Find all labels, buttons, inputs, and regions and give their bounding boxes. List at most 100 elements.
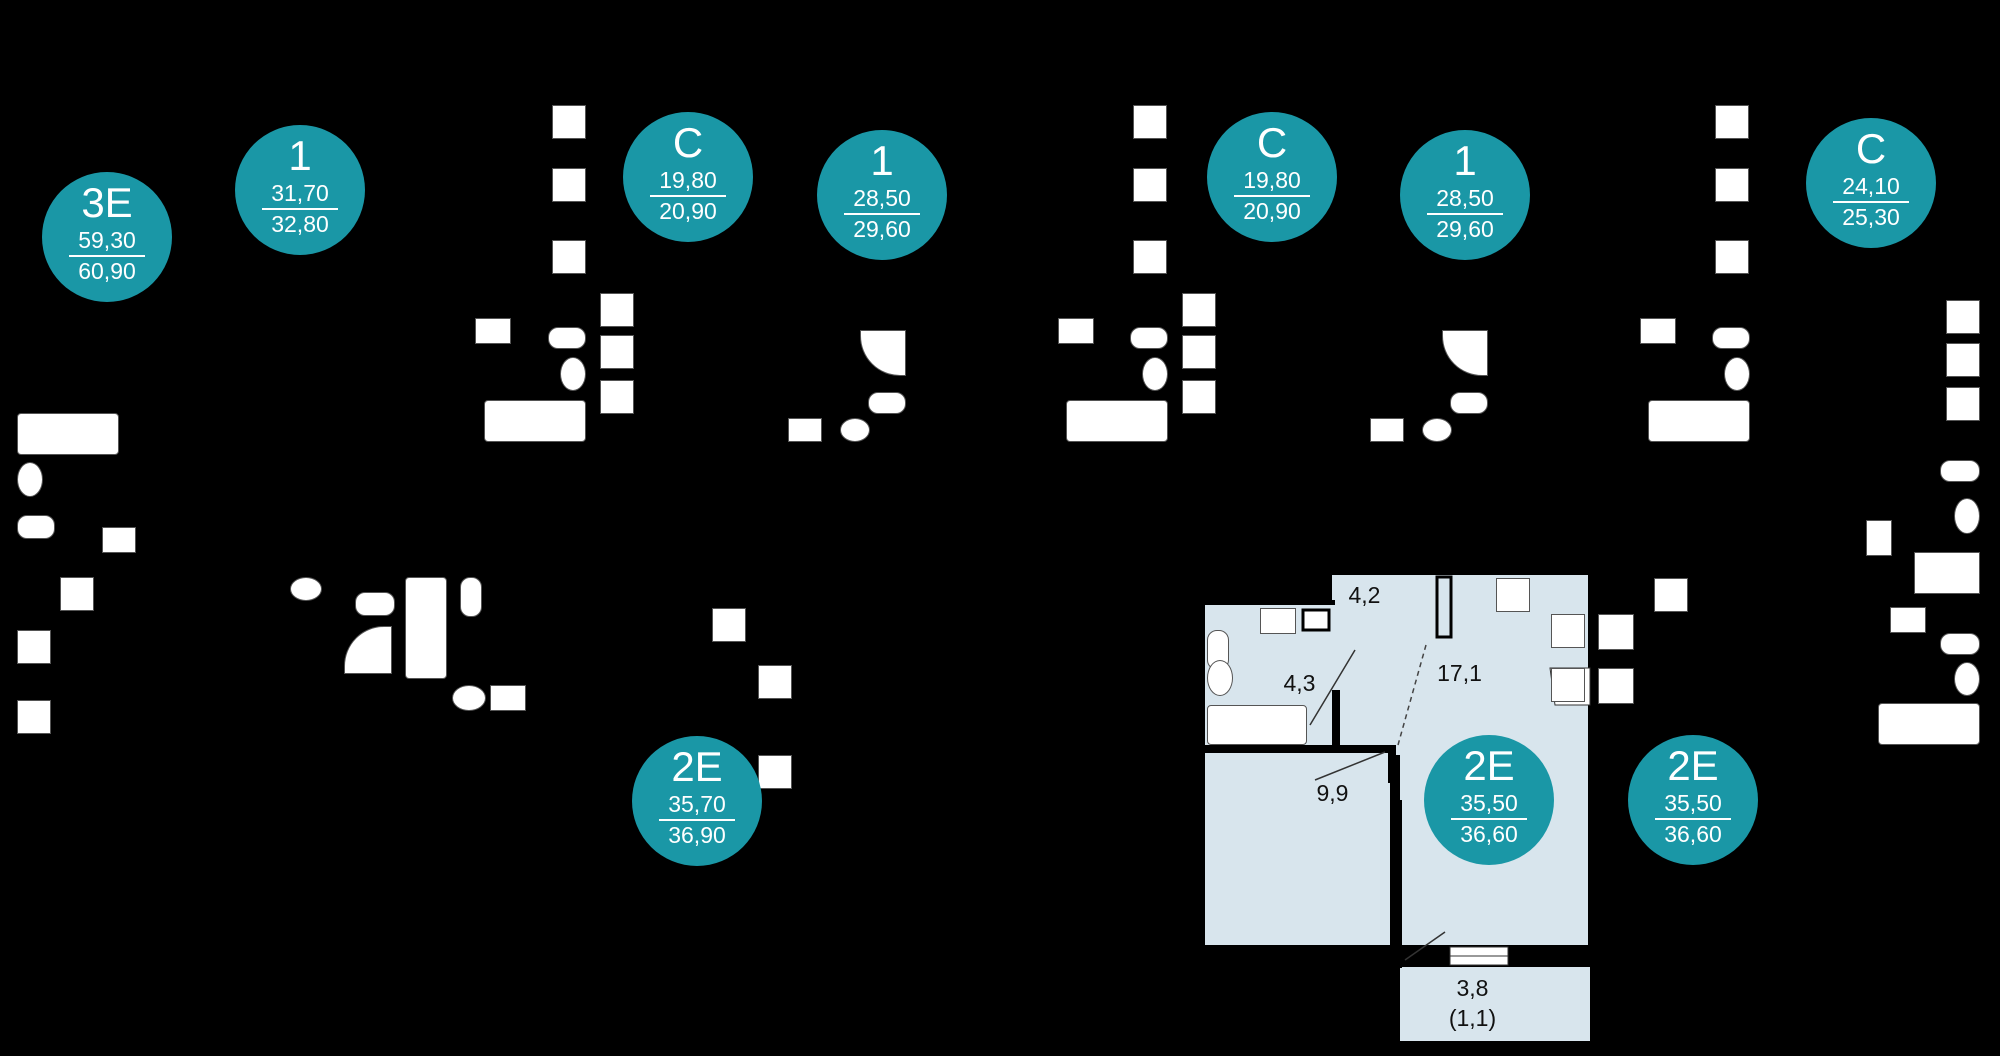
unit-badge[interactable]: 1 28,50 29,60 bbox=[1400, 130, 1530, 260]
unit-type: 3E bbox=[81, 179, 133, 226]
room-label-balcony: 3,8 bbox=[1456, 975, 1489, 1001]
toilet-icon bbox=[1940, 633, 1980, 655]
unit-type: 2E bbox=[1667, 742, 1719, 789]
unit-area-total: 36,60 bbox=[1460, 821, 1518, 847]
room-label-kitchen-living: 17,1 bbox=[1437, 660, 1482, 686]
toilet-icon bbox=[1712, 327, 1750, 349]
sink-icon bbox=[290, 577, 322, 601]
unit-area-living: 19,80 bbox=[1234, 167, 1310, 197]
unit-badge[interactable]: 2E 35,70 36,90 bbox=[632, 736, 762, 866]
wall bbox=[1388, 745, 1396, 783]
room-balcony[interactable] bbox=[1400, 967, 1590, 1041]
unit-area-living: 19,80 bbox=[650, 167, 726, 197]
sink-icon bbox=[1946, 387, 1980, 421]
sink-icon bbox=[60, 577, 94, 611]
unit-area-living: 35,70 bbox=[659, 791, 735, 821]
sink-icon bbox=[600, 380, 634, 414]
shaft-icon bbox=[1946, 300, 1980, 334]
washer-icon bbox=[102, 527, 136, 553]
toilet-icon bbox=[17, 515, 55, 539]
bathtub-icon bbox=[1066, 400, 1168, 442]
stove-icon bbox=[1133, 168, 1167, 202]
wall bbox=[1205, 745, 1392, 753]
washer-icon bbox=[788, 418, 822, 442]
shaft-icon bbox=[1182, 293, 1216, 327]
bathtub-icon bbox=[1207, 705, 1307, 745]
washer-icon bbox=[1890, 607, 1926, 633]
stove-icon bbox=[552, 168, 586, 202]
room-bedroom[interactable] bbox=[1205, 752, 1390, 945]
bathtub-icon bbox=[405, 577, 447, 679]
unit-area-living: 28,50 bbox=[1427, 185, 1503, 215]
room-label-hall: 4,2 bbox=[1348, 582, 1381, 608]
stove-icon bbox=[1551, 614, 1585, 648]
sink-icon bbox=[712, 608, 746, 642]
unit-area-total: 25,30 bbox=[1842, 204, 1900, 230]
stove-icon bbox=[1946, 343, 1980, 377]
sink-icon bbox=[1724, 357, 1750, 391]
unit-area-living: 59,30 bbox=[69, 227, 145, 257]
toilet-icon bbox=[460, 577, 482, 617]
unit-type: 2E bbox=[671, 743, 723, 790]
stove-icon bbox=[1598, 614, 1634, 650]
washer-icon bbox=[475, 318, 511, 344]
unit-area-total: 29,60 bbox=[853, 216, 911, 242]
sink-icon bbox=[1422, 418, 1452, 442]
room-label-bathroom: 4,3 bbox=[1283, 670, 1316, 696]
sink-icon bbox=[552, 240, 586, 274]
shaft-icon bbox=[1715, 105, 1749, 139]
unit-area-living: 35,50 bbox=[1655, 790, 1731, 820]
bathtub-icon bbox=[1878, 703, 1980, 745]
sink-icon bbox=[452, 685, 486, 711]
unit-badge[interactable]: C 19,80 20,90 bbox=[1207, 112, 1337, 242]
unit-badge[interactable]: 1 31,70 32,80 bbox=[235, 125, 365, 255]
washer-icon bbox=[1866, 520, 1892, 556]
unit-area-living: 28,50 bbox=[844, 185, 920, 215]
unit-badge[interactable]: 2E 35,50 36,60 bbox=[1628, 735, 1758, 865]
stove-icon bbox=[17, 630, 51, 664]
unit-badge[interactable]: 2E 35,50 36,60 bbox=[1424, 735, 1554, 865]
sink-icon bbox=[1207, 660, 1233, 696]
unit-badge[interactable]: C 19,80 20,90 bbox=[623, 112, 753, 242]
unit-type: 1 bbox=[288, 132, 312, 179]
washer-icon bbox=[1640, 318, 1676, 344]
toilet-icon bbox=[355, 592, 395, 616]
toilet-icon bbox=[1450, 392, 1488, 414]
room-label-balcony-reduced: (1,1) bbox=[1448, 1005, 1497, 1031]
wall bbox=[1205, 600, 1335, 605]
shaft-icon bbox=[758, 755, 792, 789]
unit-area-living: 24,10 bbox=[1833, 173, 1909, 203]
unit-badge[interactable]: C 24,10 25,30 bbox=[1806, 118, 1936, 248]
shaft-icon bbox=[600, 293, 634, 327]
wall bbox=[1510, 945, 1588, 967]
toilet-icon bbox=[1130, 327, 1168, 349]
unit-area-total: 29,60 bbox=[1436, 216, 1494, 242]
unit-type: C bbox=[1855, 125, 1887, 172]
shaft-icon bbox=[1551, 668, 1585, 702]
shaft-icon bbox=[1133, 105, 1167, 139]
shower-icon bbox=[1914, 552, 1980, 594]
washer-icon bbox=[1370, 418, 1404, 442]
toilet-icon bbox=[548, 327, 586, 349]
unit-badge[interactable]: 3E 59,30 60,90 bbox=[42, 172, 172, 302]
unit-area-total: 32,80 bbox=[271, 211, 329, 237]
shaft-icon bbox=[1598, 668, 1634, 704]
bathtub-icon bbox=[17, 413, 119, 455]
sink-icon bbox=[1496, 578, 1530, 612]
stove-icon bbox=[758, 665, 792, 699]
unit-area-living: 35,50 bbox=[1451, 790, 1527, 820]
sink-icon bbox=[840, 418, 870, 442]
sink-icon bbox=[1954, 498, 1980, 534]
wall bbox=[1392, 800, 1402, 968]
bathtub-icon bbox=[1648, 400, 1750, 442]
unit-badge[interactable]: 1 28,50 29,60 bbox=[817, 130, 947, 260]
sink-icon bbox=[1133, 240, 1167, 274]
unit-area-total: 20,90 bbox=[659, 198, 717, 224]
unit-type: 2E bbox=[1463, 742, 1515, 789]
toilet-icon bbox=[1940, 460, 1980, 482]
unit-type: C bbox=[1256, 119, 1288, 166]
washer-icon bbox=[490, 685, 526, 711]
sink-icon bbox=[1182, 380, 1216, 414]
unit-area-living: 31,70 bbox=[262, 180, 338, 210]
